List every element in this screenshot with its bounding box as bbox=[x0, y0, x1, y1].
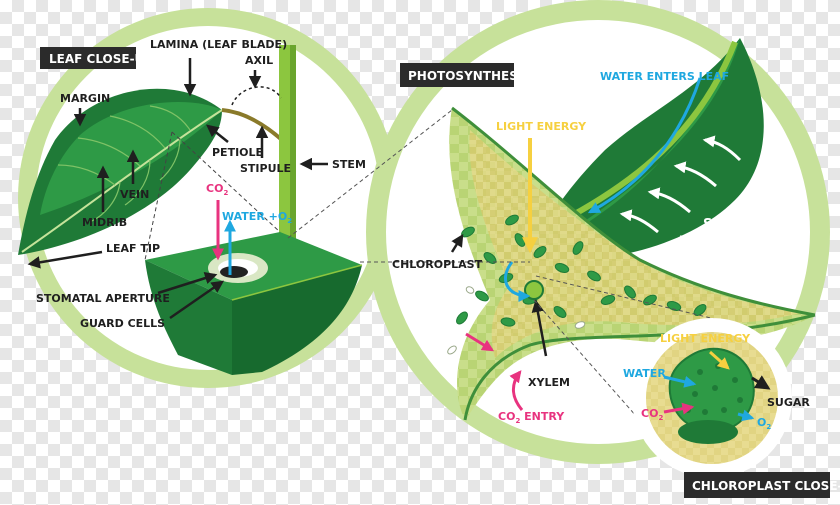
label-closeup-water: WATER bbox=[623, 367, 666, 380]
chloroplast-cells bbox=[456, 214, 707, 327]
label-stipule: STIPULE bbox=[240, 162, 291, 175]
label-closeup-light-energy: LIGHT ENERGY bbox=[660, 332, 751, 345]
closeup-light-arrow bbox=[709, 350, 730, 370]
zoom-lines bbox=[144, 131, 281, 261]
label-stomatal-aperture: STOMATAL APERTURE bbox=[36, 292, 170, 305]
label-light-energy: LIGHT ENERGY bbox=[496, 120, 587, 133]
closeup-co2-arrow bbox=[663, 402, 695, 415]
label-closeup-co2: CO2 bbox=[641, 407, 663, 422]
cross-section-edge bbox=[451, 106, 816, 317]
label-lamina: LAMINA (LEAF BLADE) bbox=[150, 38, 287, 51]
label-closeup-o2: O2 bbox=[757, 416, 771, 431]
co2-entry-curve bbox=[509, 370, 524, 411]
stomata-openings bbox=[447, 286, 586, 355]
label-midrib: MIDRIB bbox=[82, 216, 127, 229]
label-leaf-tip: LEAF TIP bbox=[106, 242, 160, 255]
photosynthesis-title-badge bbox=[400, 63, 514, 87]
chloroplast-closeup-title-badge bbox=[684, 472, 830, 498]
label-co2-entry: CO2 ENTRY bbox=[498, 410, 565, 425]
chloroplast-closeup-panel: LIGHT ENERGY WATER SUGAR CO2 O2 CHLOROPL… bbox=[623, 318, 840, 498]
stomatal-aperture-opening bbox=[220, 266, 248, 278]
label-margin: MARGIN bbox=[60, 92, 110, 105]
photosynthesis-title: PHOTOSYNTHESIS bbox=[408, 69, 531, 83]
chloroplast-body bbox=[668, 347, 755, 433]
closeup-water-arrow bbox=[663, 375, 697, 388]
label-water-enters-leaf: WATER ENTERS LEAF bbox=[600, 70, 729, 83]
photosynthesis-label-pointers bbox=[450, 233, 548, 357]
label-guard-cells: GUARD CELLS bbox=[80, 317, 165, 330]
water-to-chloroplast-arrow bbox=[504, 261, 531, 302]
label-petiole: PETIOLE bbox=[212, 146, 263, 159]
leaf-closeup-title-badge bbox=[40, 47, 136, 69]
leaf-surface-section bbox=[145, 232, 363, 375]
label-stem: STEM bbox=[332, 158, 366, 171]
closeup-sugar-arrow bbox=[751, 375, 771, 390]
petiole-stalk bbox=[221, 108, 284, 142]
chloroplast-zoom-lines bbox=[287, 109, 745, 426]
leaf-label-pointers bbox=[27, 58, 328, 320]
midrib-line bbox=[21, 109, 223, 253]
sugar-flow-arrows bbox=[619, 135, 742, 234]
label-xylem: XYLEM bbox=[528, 376, 570, 389]
label-axil: AXIL bbox=[245, 54, 273, 67]
label-sugar: SUGAR bbox=[703, 217, 754, 232]
label-chloroplast: CHLOROPLAST bbox=[392, 258, 483, 271]
label-co2-leaf: CO2 bbox=[206, 182, 228, 197]
closeup-o2-arrow bbox=[737, 409, 755, 422]
stem-shade bbox=[290, 45, 296, 240]
label-closeup-sugar: SUGAR bbox=[767, 396, 810, 409]
chloroplast-base bbox=[678, 420, 738, 444]
cross-section-inner bbox=[469, 130, 800, 358]
leaf-closeup-panel: LEAF CLOSE-UP LAMINA (LEAF BLADE) AXIL M… bbox=[18, 8, 398, 388]
chloroplast-closeup-title: CHLOROPLAST CLOSE-UP bbox=[692, 479, 840, 493]
label-vein: VEIN bbox=[120, 188, 149, 201]
label-sugar-note: TRANSPORTED THROUGH PLANT bbox=[680, 234, 799, 242]
co2-entry-arrow bbox=[465, 332, 495, 352]
water-enters-leaf-arrow bbox=[587, 77, 702, 214]
leaf-closeup-title: LEAF CLOSE-UP bbox=[49, 52, 153, 66]
label-water-o2: WATER +O2 bbox=[222, 210, 292, 225]
